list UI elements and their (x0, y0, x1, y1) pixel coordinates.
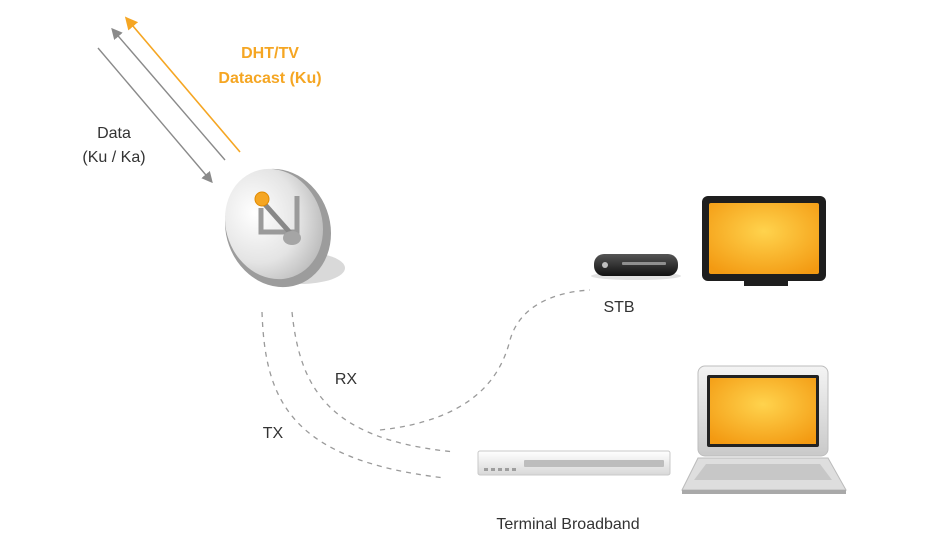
laptop-icon (681, 365, 847, 494)
dht-tv-downlink-arrow (124, 16, 241, 153)
terminal-broadband-label: Terminal Broadband (496, 516, 639, 533)
tx-label: TX (263, 425, 284, 442)
data-label: Data (97, 125, 131, 142)
television-icon (702, 196, 826, 286)
data-band-label: (Ku / Ka) (82, 149, 145, 166)
rx-label: RX (335, 371, 358, 388)
satellite-dish-icon (224, 168, 345, 288)
datacast-label: Datacast (Ku) (218, 70, 321, 87)
stb-cable (379, 289, 591, 431)
stb-label: STB (603, 299, 634, 316)
data-uplink-arrow (111, 27, 226, 161)
tx-cable (261, 311, 446, 479)
rx-cable (291, 311, 456, 453)
data-downlink-arrow (97, 47, 213, 184)
broadband-terminal-icon (477, 450, 671, 476)
set-top-box-icon (591, 254, 681, 280)
dht-tv-label: DHT/TV (241, 45, 299, 62)
